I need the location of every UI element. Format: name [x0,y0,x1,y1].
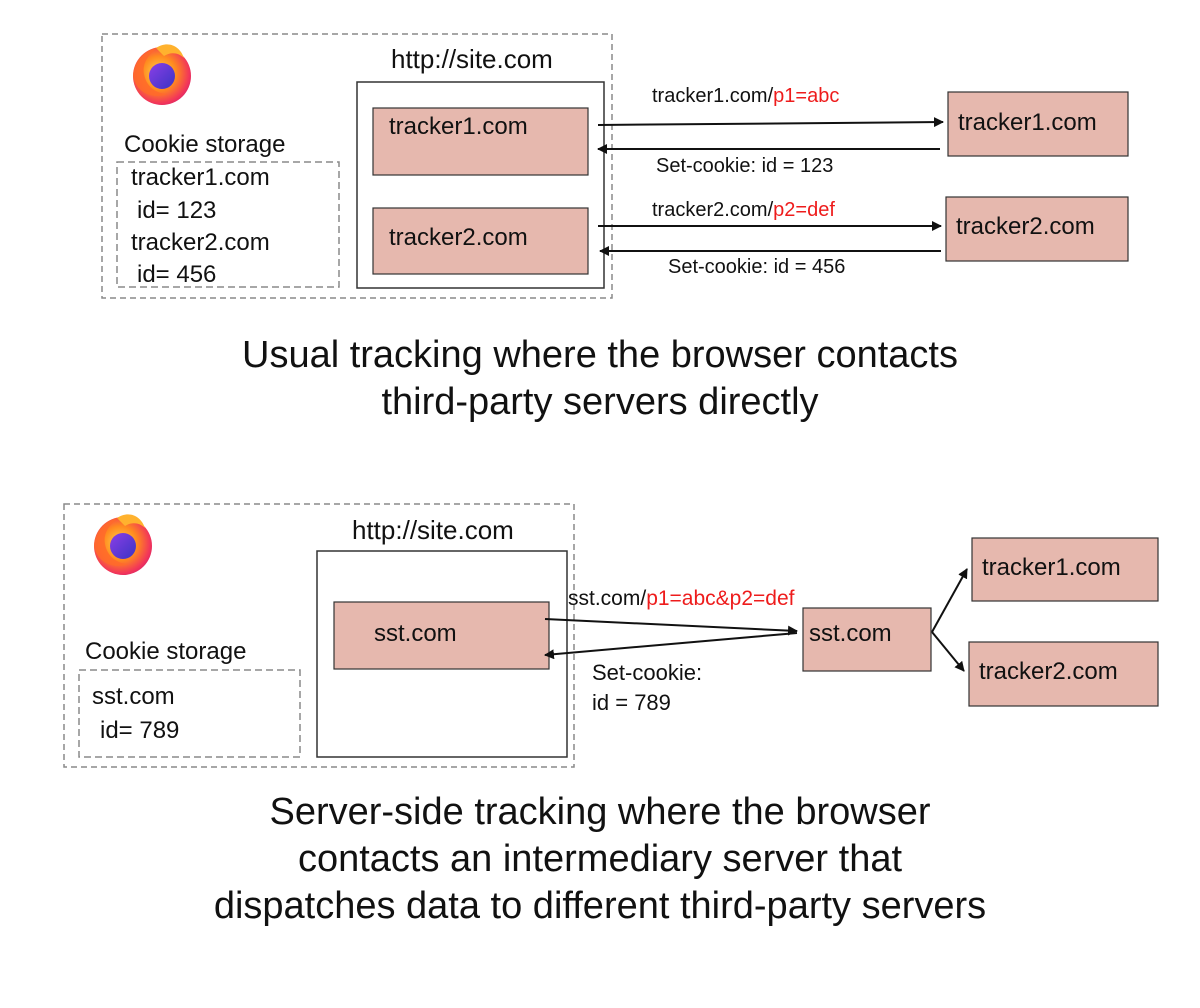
embedded-sst-box [333,601,550,670]
caption-line: Usual tracking where the browser contact… [242,334,958,376]
embedded-sst-label: sst.com [374,620,457,647]
caption-line: dispatches data to different third-party… [213,885,987,927]
site-url-label-bottom: http://site.com [352,515,514,545]
browser-frame-top [101,33,613,299]
request-param: p1=abc [773,85,840,107]
caption-top: Usual tracking where the browser contact… [0,332,1200,426]
request-label-tracker1: tracker1.com/p1=abc [652,86,839,106]
intermediary-sst-label: sst.com [809,620,892,647]
request-url-prefix: tracker2.com/ [652,199,774,221]
dispatch-arrow-tracker1 [931,568,968,633]
embedded-tracker1-label: tracker1.com [389,113,528,140]
request-arrow-sst [544,618,798,636]
response-label-sst-line2: id = 789 [592,690,671,715]
request-param: p2=def [773,199,835,221]
firefox-logo-icon [133,44,191,105]
request-param: p1=abc&p2=def [646,587,795,610]
intermediary-sst-box [802,607,932,672]
remote-tracker1-box [947,91,1129,157]
dispatch-tracker2-label: tracker2.com [979,658,1118,685]
request-url-prefix: sst.com/ [568,587,647,610]
request-label-sst: sst.com/p1=abc&p2=def [568,588,795,609]
caption-line: Server-side tracking where the browser [269,791,931,833]
request-label-tracker2: tracker2.com/p2=def [652,200,835,220]
cookie-storage-box-bottom [78,669,301,758]
remote-tracker2-label: tracker2.com [956,213,1095,240]
site-url-label-top: http://site.com [391,44,553,74]
cookie-storage-title-bottom: Cookie storage [85,638,247,665]
response-arrow-sst [544,632,798,660]
cookie-storage-title-top: Cookie storage [124,131,286,158]
remote-tracker1-label: tracker1.com [958,109,1097,136]
cookie-entry-id: id= 123 [137,197,217,224]
dispatch-arrow-tracker2 [931,631,965,672]
embedded-tracker1-box [372,107,589,176]
request-arrow-tracker1 [597,117,944,128]
dispatch-tracker1-box [971,537,1159,602]
dispatch-tracker1-label: tracker1.com [982,554,1121,581]
cookie-entry-id: id= 456 [137,261,217,288]
cookie-entry-id: id= 789 [100,717,180,744]
response-label-tracker2: Set-cookie: id = 456 [668,256,846,278]
firefox-logo-icon [94,514,152,575]
embedded-tracker2-box [372,207,589,275]
request-url-prefix: tracker1.com/ [652,85,774,107]
caption-line: contacts an intermediary server that [297,838,903,880]
browser-frame-bottom [63,503,575,768]
cookie-entry-domain: tracker1.com [131,164,270,191]
embedded-tracker2-label: tracker2.com [389,224,528,251]
response-label-tracker1: Set-cookie: id = 123 [656,155,834,177]
caption-line: third-party servers directly [381,381,819,423]
caption-bottom: Server-side tracking where the browser c… [0,789,1200,930]
cookie-entry-domain: sst.com [92,683,175,710]
dispatch-tracker2-box [968,641,1159,707]
cookie-entry-domain: tracker2.com [131,229,270,256]
remote-tracker2-box [945,196,1129,262]
cookie-storage-box-top [116,161,340,288]
response-label-sst-line1: Set-cookie: [592,660,703,685]
